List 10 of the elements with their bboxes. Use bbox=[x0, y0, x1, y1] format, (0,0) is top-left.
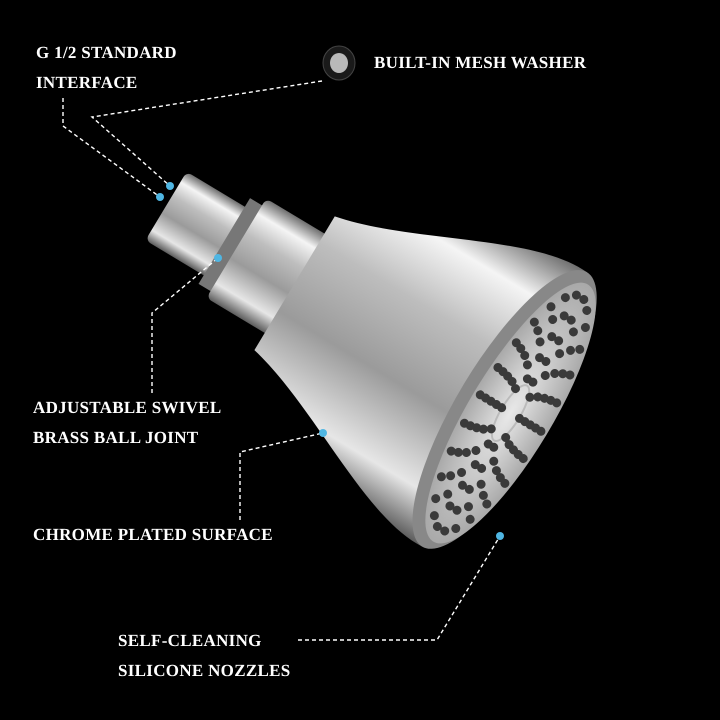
leader-line bbox=[239, 429, 327, 520]
leader-line bbox=[298, 532, 504, 641]
leader-line bbox=[151, 254, 222, 393]
callout-text: BUILT-IN MESH WASHER bbox=[374, 52, 586, 74]
callout-text: ADJUSTABLE SWIVEL BRASS BALL JOINT bbox=[33, 393, 258, 453]
callout-text: CHROME PLATED SURFACE bbox=[33, 520, 313, 550]
callout-text: SELF-CLEANING SILICONE NOZZLES bbox=[118, 626, 298, 686]
leader-line bbox=[62, 98, 164, 201]
callout-text: G 1/2 STANDARD INTERFACE bbox=[36, 38, 211, 98]
leader-line bbox=[90, 80, 322, 190]
